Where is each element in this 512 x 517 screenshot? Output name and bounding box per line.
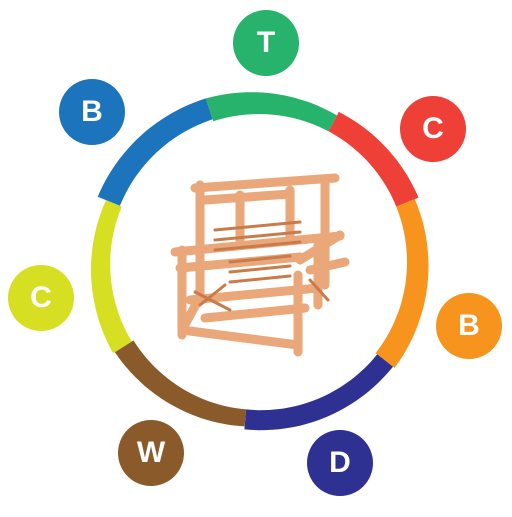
ring-segment-b1 — [375, 199, 429, 368]
badge-label-b2: B — [81, 95, 103, 128]
badge-b1: B — [436, 293, 502, 359]
badge-label-c2: C — [30, 281, 52, 314]
badge-label-t: T — [256, 26, 276, 59]
ring-segment-w — [114, 340, 247, 427]
ring-segment-c2 — [91, 200, 132, 354]
badge-d: D — [307, 430, 373, 496]
badge-b2: B — [59, 79, 125, 145]
ring-segment-d — [244, 354, 393, 431]
badge-label-d: D — [329, 446, 351, 479]
badge-label-c1: C — [422, 112, 444, 145]
ring-segment-t — [205, 92, 337, 132]
ring-segment-b2 — [97, 98, 213, 206]
badge-label-w: W — [136, 436, 166, 469]
badge-c1: C — [400, 96, 466, 162]
badge-label-b1: B — [458, 309, 480, 342]
ring-segment-c1 — [328, 111, 419, 207]
badge-t: T — [233, 10, 299, 76]
badge-c2: C — [8, 265, 74, 331]
badge-w: W — [118, 420, 184, 486]
loom-icon — [170, 173, 350, 357]
